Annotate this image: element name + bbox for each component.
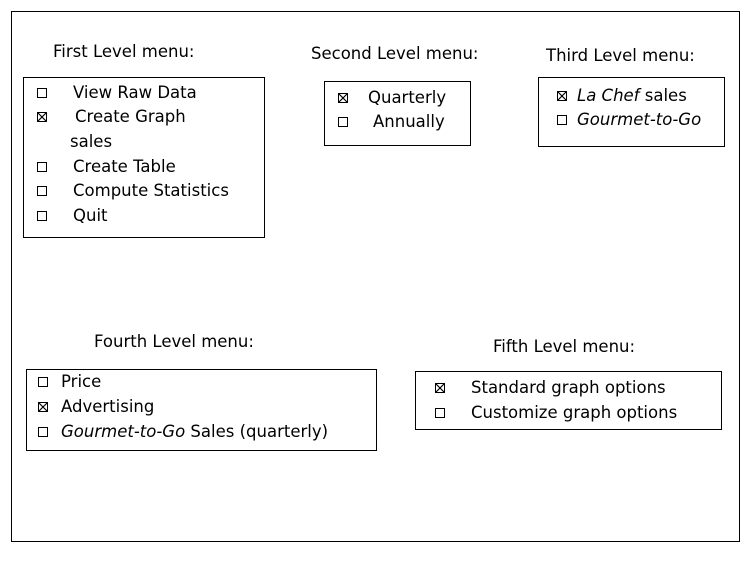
first-level-title: First Level menu: [53,42,195,61]
third-menu-item-gourmet-to-go[interactable]: Gourmet-to-Go [557,110,701,130]
checkbox-checked-icon[interactable] [37,112,47,122]
checkbox-unchecked-icon[interactable] [435,408,445,418]
first-menu-item-create-table[interactable]: Create Table [37,157,176,177]
first-menu-item-quit[interactable]: Quit [37,206,108,226]
checkbox-checked-icon[interactable] [338,93,348,103]
second-menu-item-quarterly[interactable]: Quarterly [338,88,446,108]
checkbox-unchecked-icon[interactable] [37,186,47,196]
diagram-frame [11,11,740,542]
fourth-level-menu [26,369,377,451]
third-menu-item-la-chef[interactable]: La Chef sales [557,86,687,106]
first-menu-item-create-graph[interactable]: Create Graph sales [37,107,186,151]
fourth-level-title: Fourth Level menu: [94,332,254,351]
second-menu-item-annually[interactable]: Annually [338,112,445,132]
first-menu-item-compute-statistics[interactable]: Compute Statistics [37,181,229,201]
first-menu-item-view-raw-data[interactable]: View Raw Data [37,83,197,103]
checkbox-checked-icon[interactable] [557,91,567,101]
checkbox-unchecked-icon[interactable] [37,211,47,221]
fourth-menu-item-gourmet-sales[interactable]: Gourmet-to-Go Sales (quarterly) [38,422,328,442]
fifth-level-menu [415,371,722,430]
checkbox-unchecked-icon[interactable] [38,377,48,387]
second-level-title: Second Level menu: [311,44,479,63]
fifth-menu-item-standard[interactable]: Standard graph options [435,378,666,398]
fifth-menu-item-customize[interactable]: Customize graph options [435,403,677,423]
fourth-menu-item-advertising[interactable]: Advertising [38,397,154,417]
third-level-title: Third Level menu: [546,46,695,65]
checkbox-unchecked-icon[interactable] [557,115,567,125]
checkbox-unchecked-icon[interactable] [37,162,47,172]
fourth-menu-item-price[interactable]: Price [38,372,101,392]
checkbox-checked-icon[interactable] [38,402,48,412]
checkbox-unchecked-icon[interactable] [37,88,47,98]
third-level-menu [538,77,725,147]
second-level-menu [324,81,471,146]
checkbox-checked-icon[interactable] [435,383,445,393]
checkbox-unchecked-icon[interactable] [338,117,348,127]
first-level-menu [23,77,265,238]
checkbox-unchecked-icon[interactable] [38,427,48,437]
fifth-level-title: Fifth Level menu: [493,337,636,356]
